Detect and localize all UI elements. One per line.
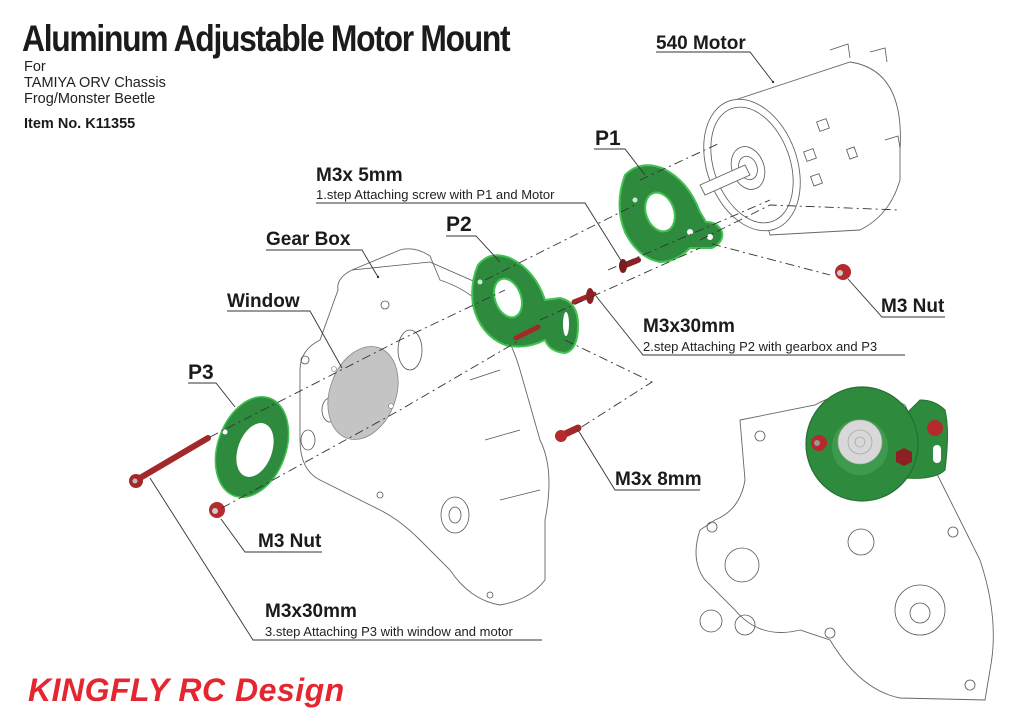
assembly-lines (209, 142, 901, 509)
label-p3: P3 (188, 361, 214, 384)
p3-ring (214, 396, 290, 498)
item-number: Item No. K11355 (24, 116, 136, 132)
label-m3x8mm: M3x 8mm (615, 469, 702, 490)
hardware (129, 257, 851, 518)
for-label: For (24, 59, 46, 75)
step1-screw: M3x 5mm (316, 165, 403, 186)
assembled-view (695, 386, 994, 701)
label-p1: P1 (595, 127, 621, 150)
window-plate (327, 346, 399, 440)
brand-logo-text: KINGFLY RC Design (28, 672, 345, 708)
chassis-label: TAMIYA ORV Chassis (24, 75, 166, 91)
models-label: Frog/Monster Beetle (24, 91, 156, 107)
step2-screw: M3x30mm (643, 316, 735, 337)
label-p2: P2 (446, 213, 472, 236)
page-title: Aluminum Adjustable Motor Mount (22, 18, 511, 59)
step2-text: 2.step Attaching P2 with gearbox and P3 (643, 339, 878, 354)
step1-text: 1.step Attaching screw with P1 and Motor (316, 187, 555, 202)
gearbox-drawing (299, 248, 550, 606)
p2-plate (471, 254, 580, 355)
label-window: Window (227, 291, 300, 312)
label-m3-nut-right: M3 Nut (881, 296, 945, 317)
motor-drawing (699, 43, 901, 236)
label-m3-nut-left: M3 Nut (258, 531, 322, 552)
step3-text: 3.step Attaching P3 with window and moto… (265, 624, 513, 639)
p1-plate (618, 164, 724, 264)
leader-lines (149, 51, 945, 641)
step3-screw: M3x30mm (265, 601, 357, 622)
label-540-motor: 540 Motor (656, 33, 746, 54)
label-gear-box: Gear Box (266, 229, 351, 250)
